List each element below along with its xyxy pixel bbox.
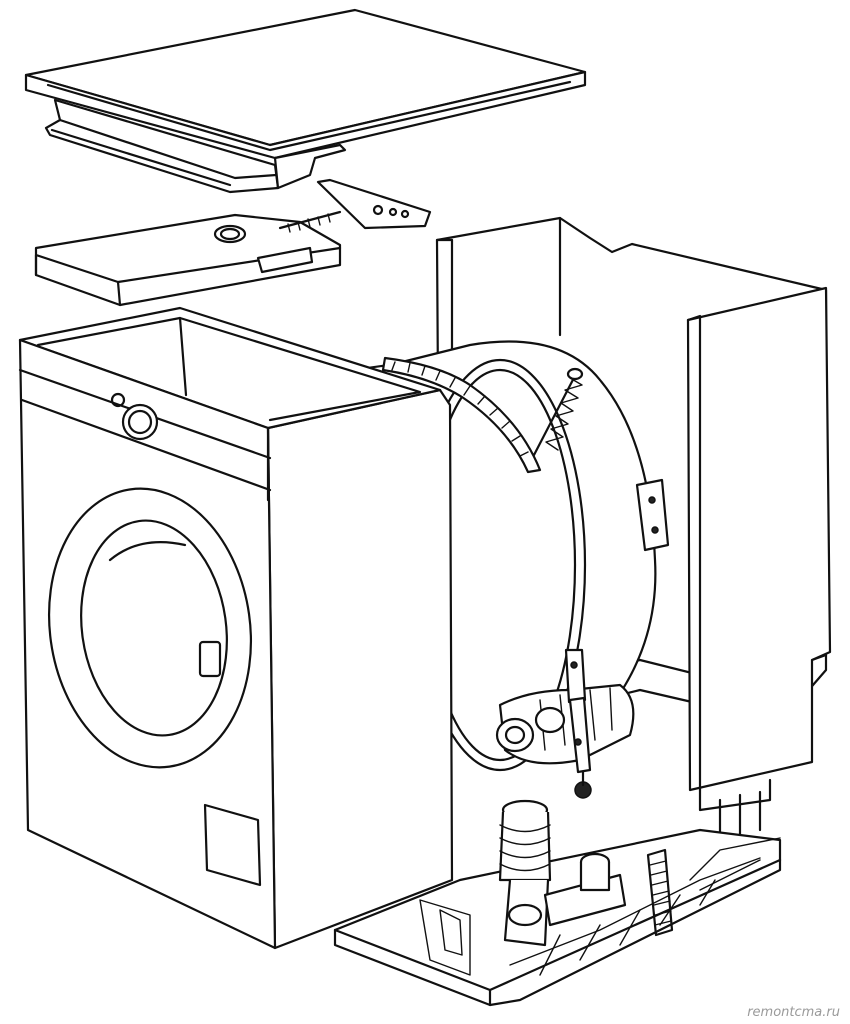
- drain-pump-bellows: [498, 799, 627, 947]
- top-cover: [24, 8, 587, 194]
- watermark-text: remontcma.ru: [747, 1005, 840, 1020]
- service-hatch: [203, 803, 262, 887]
- door-latch: [198, 640, 222, 678]
- tank-band-clamp: [381, 356, 542, 474]
- hinge-bracket: [278, 178, 432, 233]
- control-panel-top: [34, 213, 342, 307]
- motor: [495, 683, 635, 765]
- shock-absorber: [564, 648, 592, 799]
- drum-tank: [268, 340, 670, 772]
- suspension-spring: [532, 367, 584, 457]
- door-opening: [47, 487, 253, 769]
- right-side-panel: [686, 286, 832, 842]
- front-panel: [18, 306, 454, 950]
